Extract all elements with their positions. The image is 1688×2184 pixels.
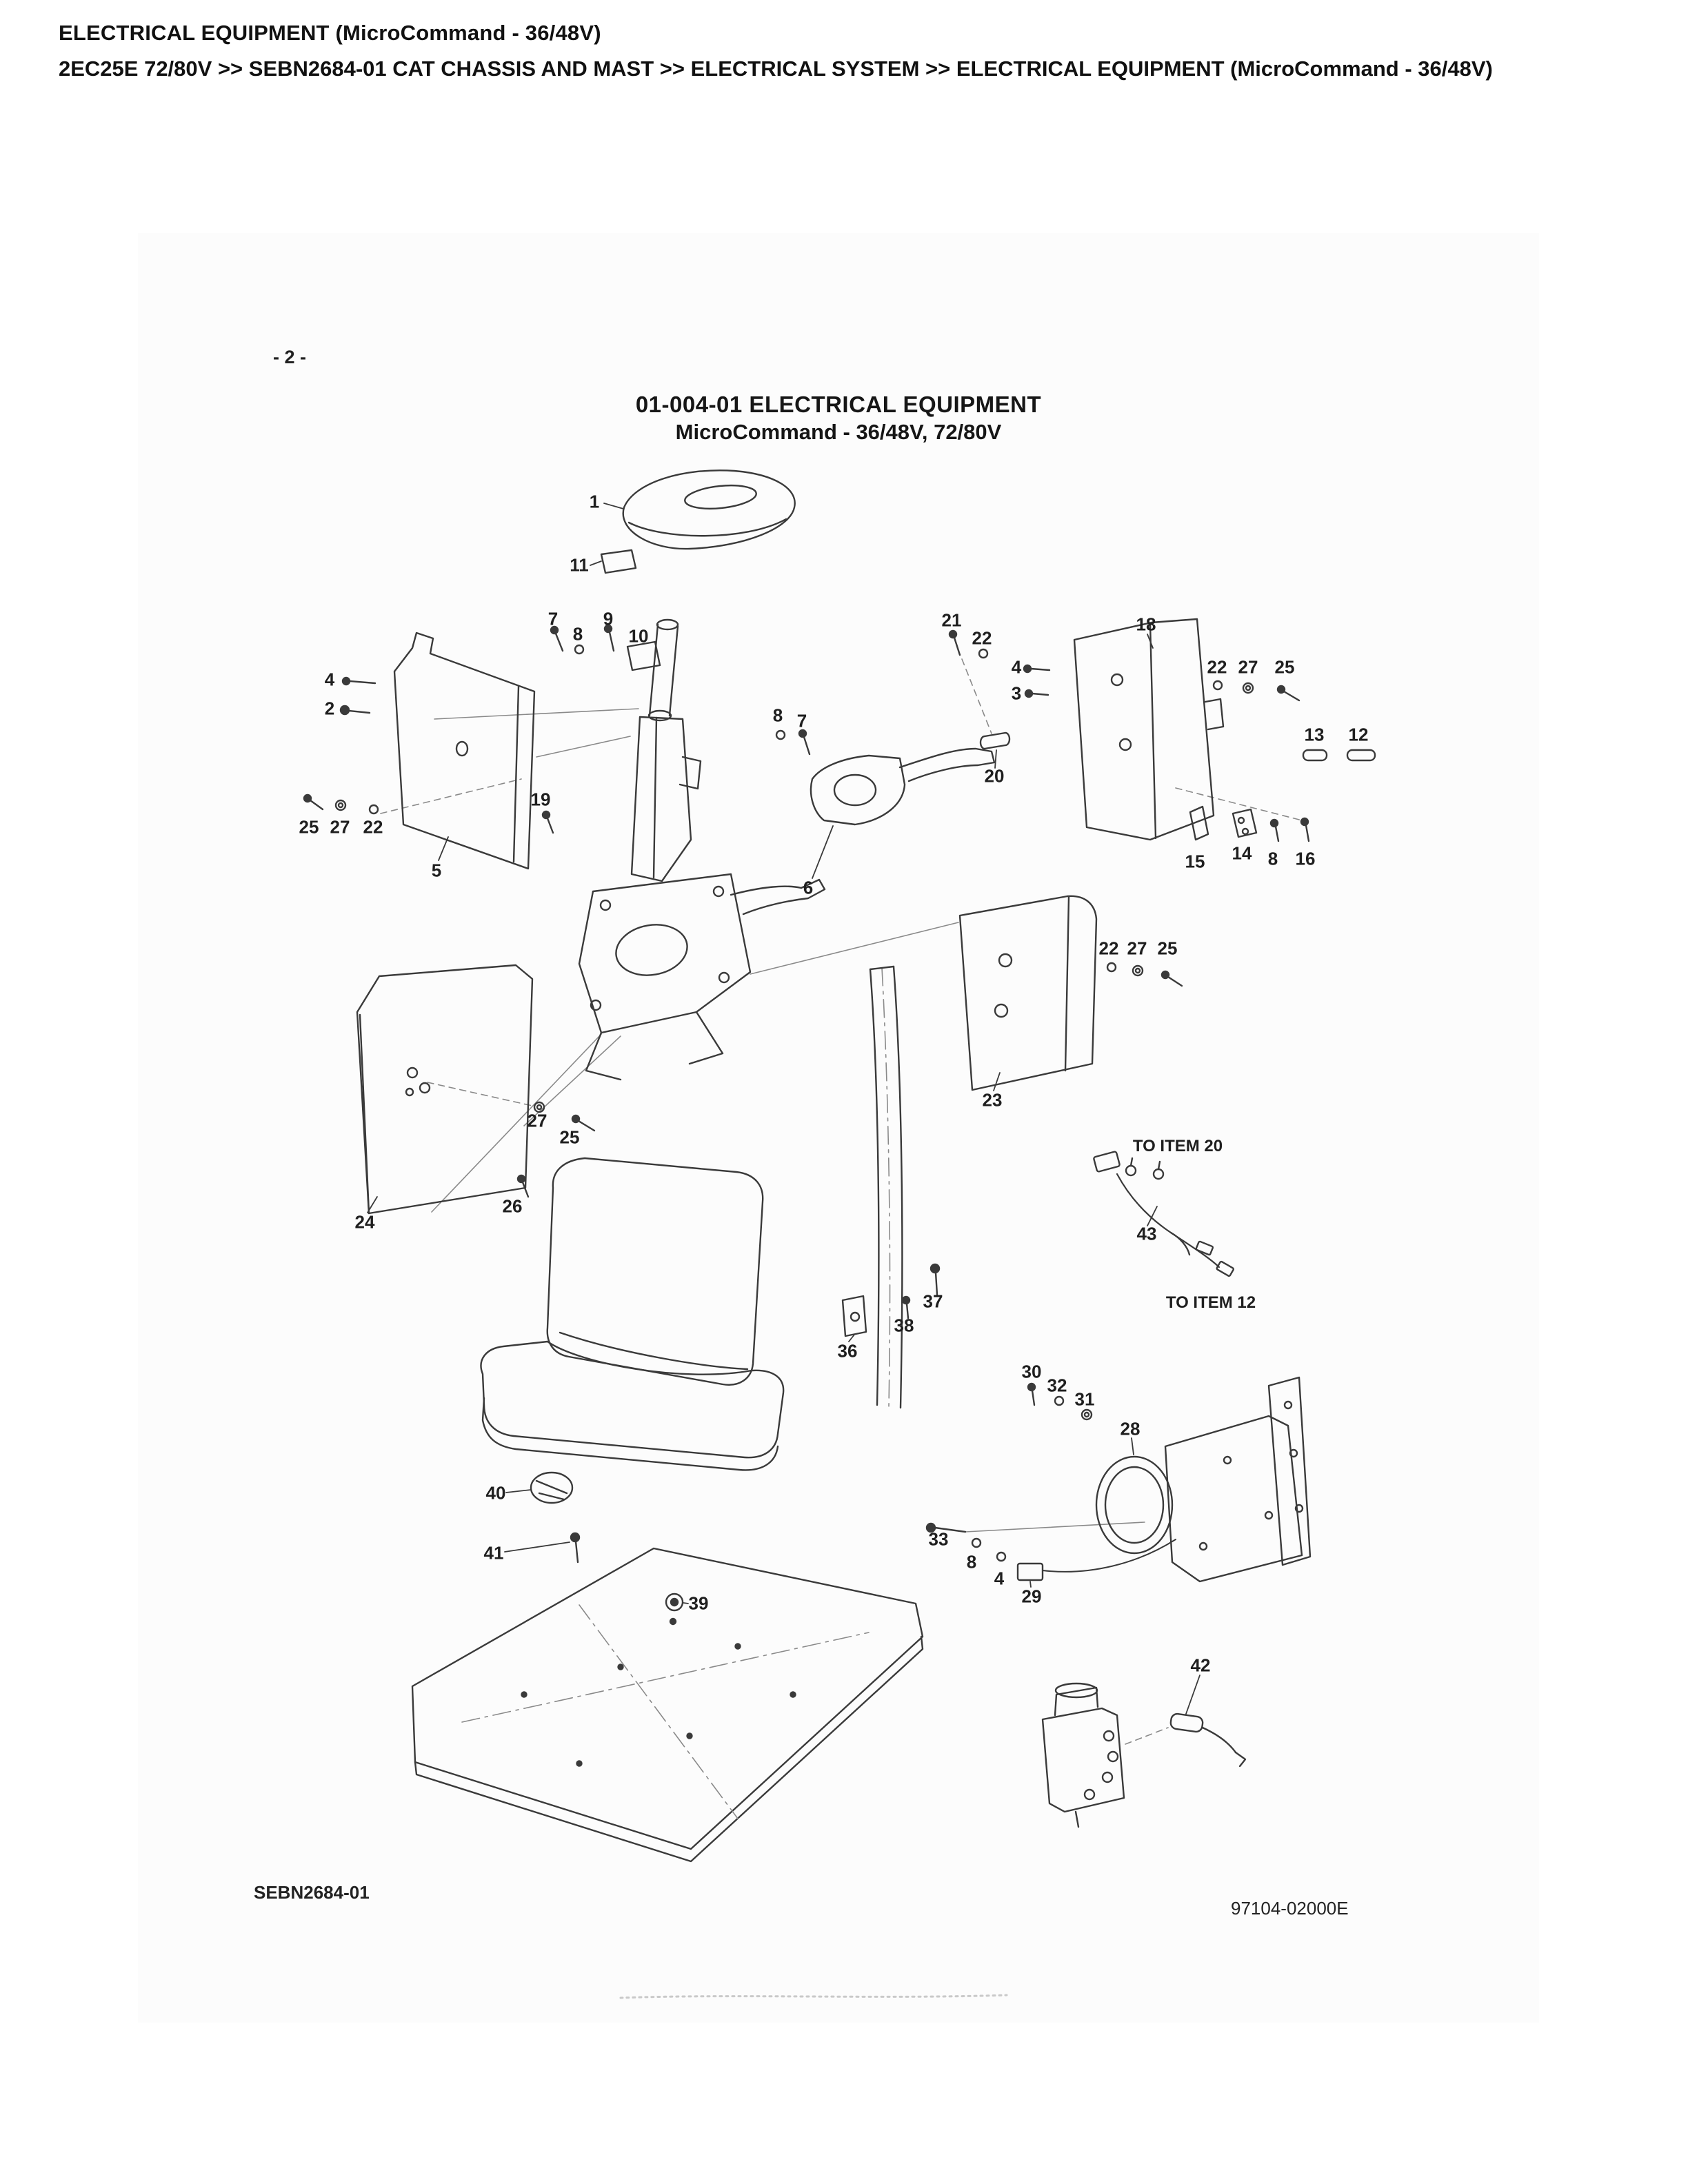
part-callout: 15 <box>1185 851 1205 872</box>
part-callout: 28 <box>1120 1418 1141 1439</box>
part-callout: 1 <box>589 491 600 512</box>
part-callout: 13 <box>1304 724 1325 745</box>
wire-harness <box>1093 1151 1234 1277</box>
part-callout: 8 <box>572 623 583 645</box>
part-callout: 8 <box>1267 848 1278 869</box>
part-callout: 27 <box>527 1110 547 1131</box>
part-callout: 25 <box>559 1126 580 1148</box>
part-callout: 19 <box>530 789 551 810</box>
parts-diagram: - 2 - 01-004-01 ELECTRICAL EQUIPMENT Mic… <box>138 233 1539 2023</box>
part-callout: 33 <box>928 1528 949 1550</box>
part-callout: 40 <box>485 1482 506 1504</box>
top-cover-part <box>603 469 796 550</box>
part-callout: 7 <box>796 710 807 731</box>
part-callout: 22 <box>363 816 383 838</box>
part-callout: 8 <box>772 705 783 726</box>
part-callout: 9 <box>603 608 614 629</box>
part-callout: 38 <box>894 1315 914 1336</box>
part-callout: 24 <box>354 1211 375 1233</box>
diagram-title-line2: MicroCommand - 36/48V, 72/80V <box>675 420 1002 444</box>
clip-and-plate-parts <box>1189 805 1258 841</box>
part-callout: 30 <box>1021 1361 1042 1382</box>
part-callout: 43 <box>1136 1223 1157 1244</box>
part-callout: 16 <box>1295 848 1316 869</box>
part-callout: 23 <box>982 1089 1003 1111</box>
part-callout: 39 <box>688 1593 709 1614</box>
part-callout: 5 <box>431 860 442 881</box>
spacer-part <box>979 731 1011 769</box>
part-callout: 20 <box>984 765 1005 787</box>
part-callout: 25 <box>1274 656 1295 678</box>
part-callout: 11 <box>570 554 589 576</box>
connector-part <box>1016 1539 1176 1588</box>
exploded-view-drawing <box>303 469 1376 1999</box>
breadcrumb: 2EC25E 72/80V >> SEBN2684-01 CAT CHASSIS… <box>59 57 1493 81</box>
part-callout: 27 <box>1238 656 1258 678</box>
diagram-title: 01-004-01 ELECTRICAL EQUIPMENT MicroComm… <box>138 392 1539 445</box>
mount-bracket-assembly <box>1095 1376 1312 1583</box>
sleeve-parts <box>1302 749 1376 762</box>
floor-plate-drawing <box>411 1547 924 1863</box>
part-callout: 2 <box>324 698 335 719</box>
part-callout: 36 <box>837 1340 858 1362</box>
fastener-icons <box>303 624 1310 1562</box>
alignment-lines <box>380 658 1303 1745</box>
part-callout: 29 <box>1021 1586 1042 1607</box>
part-callout: 18 <box>1136 614 1156 635</box>
cap-and-grommet-parts <box>504 1471 689 1626</box>
part-callout: 4 <box>1011 656 1022 678</box>
doc-code-right: 97104-02000E <box>1231 1898 1349 1919</box>
rear-panel <box>356 964 534 1215</box>
part-callout: 14 <box>1232 842 1252 864</box>
part-callout: 41 <box>483 1542 504 1564</box>
cover-plate-part <box>590 549 637 574</box>
part-callout: 25 <box>1157 938 1178 959</box>
part-callout: 22 <box>1098 938 1119 959</box>
steering-column-assembly <box>578 618 826 1081</box>
switch-bracket-part <box>810 747 996 879</box>
part-callout: 37 <box>923 1291 943 1312</box>
part-callout: 21 <box>941 609 962 631</box>
part-callout: 4 <box>994 1568 1005 1589</box>
reference-note: TO ITEM 12 <box>1165 1293 1256 1312</box>
scan-noise <box>619 1994 1008 1999</box>
part-callout: 32 <box>1047 1375 1067 1396</box>
part-callout: 3 <box>1011 682 1022 704</box>
part-callout: 26 <box>502 1195 523 1217</box>
right-side-panel <box>1073 618 1225 841</box>
part-callout: 6 <box>803 877 814 898</box>
part-callout: 10 <box>628 625 649 647</box>
part-callout: 7 <box>547 608 559 629</box>
part-callout: 22 <box>1207 656 1227 678</box>
part-callout: 12 <box>1348 724 1369 745</box>
diagram-page-number: - 2 - <box>273 347 307 367</box>
page-title: ELECTRICAL EQUIPMENT (MicroCommand - 36/… <box>59 21 601 45</box>
diagram-title-line1: 01-004-01 ELECTRICAL EQUIPMENT <box>635 392 1042 417</box>
reference-note: TO ITEM 20 <box>1132 1137 1223 1155</box>
seat-drawing <box>480 1157 785 1471</box>
part-callout: 31 <box>1074 1388 1095 1410</box>
side-rail-drawing <box>841 965 941 1409</box>
steering-valve-drawing <box>1041 1675 1247 1828</box>
part-callout: 8 <box>966 1551 977 1573</box>
part-callout: 27 <box>330 816 350 838</box>
doc-code-left: SEBN2684-01 <box>254 1882 370 1903</box>
left-side-panel <box>393 631 536 870</box>
part-callout: 42 <box>1190 1655 1211 1676</box>
part-callout: 4 <box>324 669 335 690</box>
contactor-panel <box>958 895 1098 1091</box>
part-callout: 25 <box>299 816 319 838</box>
part-callout: 22 <box>972 627 992 649</box>
part-callout: 27 <box>1127 938 1147 959</box>
